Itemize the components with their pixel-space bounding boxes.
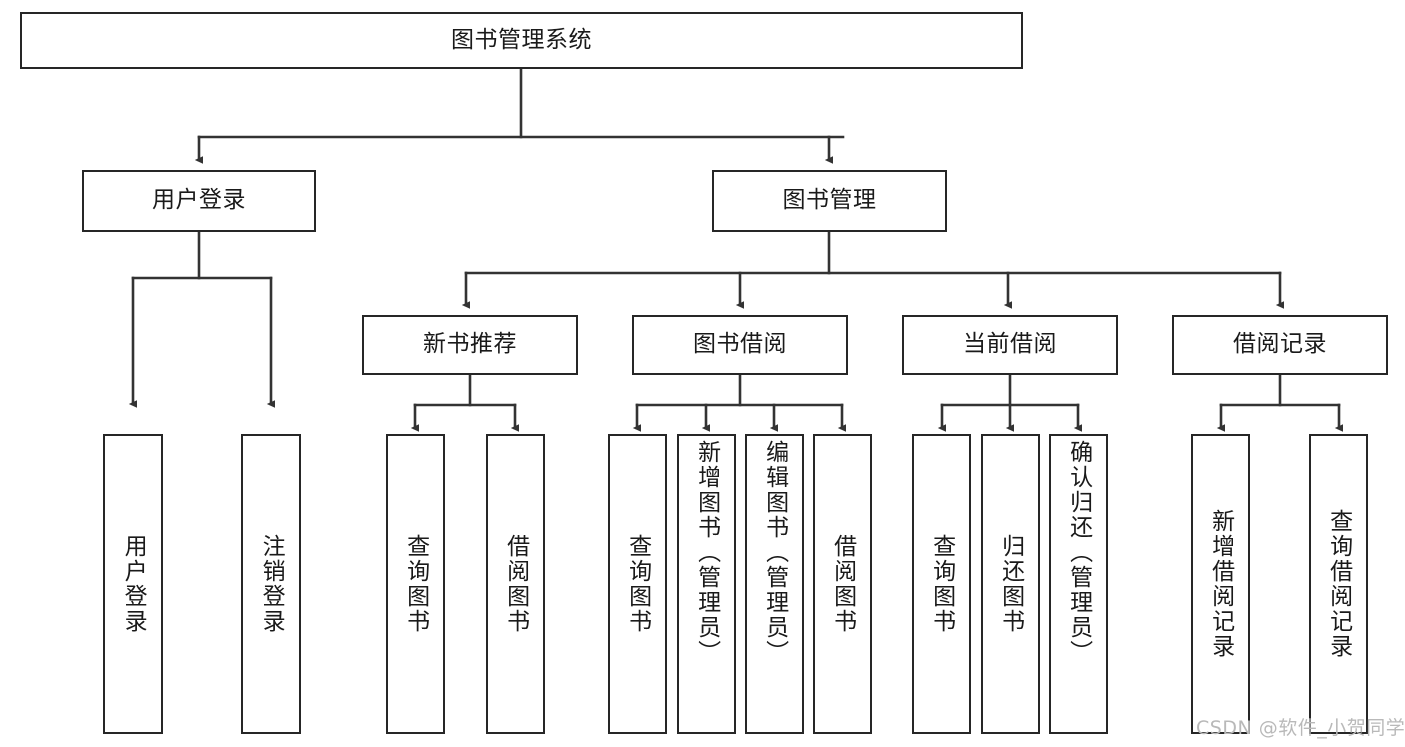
node-label: 图书借阅 [693, 331, 787, 358]
node-label: 新增借阅记录 [1207, 509, 1234, 659]
node-leaf-borrow-book-recommend[interactable]: 借阅图书 [486, 434, 545, 734]
watermark-csdn: CSDN @软件_小贺同学 [1196, 717, 1405, 739]
node-label: 借阅图书 [502, 534, 529, 634]
leaf-text-wrap: 确认归还（管理员） [1051, 436, 1106, 732]
node-leaf-edit-book-admin[interactable]: 编辑图书（管理员） [745, 434, 804, 734]
node-borrow-record[interactable]: 借阅记录 [1172, 315, 1388, 375]
node-user-login[interactable]: 用户登录 [82, 170, 316, 232]
leaf-text-wrap: 借阅图书 [488, 436, 543, 732]
node-label: 借阅记录 [1233, 331, 1327, 358]
node-new-book-recommend[interactable]: 新书推荐 [362, 315, 578, 375]
leaf-text-wrap: 新增图书（管理员） [679, 436, 734, 732]
node-label: 新书推荐 [423, 331, 517, 358]
node-book-borrow[interactable]: 图书借阅 [632, 315, 848, 375]
node-label: 用户登录 [152, 187, 246, 214]
leaf-text-wrap: 查询图书 [610, 436, 665, 732]
node-leaf-add-borrow-record[interactable]: 新增借阅记录 [1191, 434, 1250, 734]
node-root-book-management-system[interactable]: 图书管理系统 [20, 12, 1023, 69]
node-book-management[interactable]: 图书管理 [712, 170, 947, 232]
leaf-text-wrap: 归还图书 [983, 436, 1038, 732]
node-leaf-query-borrow-record[interactable]: 查询借阅记录 [1309, 434, 1368, 734]
node-label: 当前借阅 [963, 331, 1057, 358]
node-label: 查询借阅记录 [1325, 509, 1352, 659]
node-label: 新增图书（管理员） [693, 440, 720, 665]
node-label: 图书管理 [782, 187, 877, 214]
node-label: 注销登录 [258, 534, 285, 634]
node-label: 归还图书 [997, 534, 1024, 634]
node-label: 确认归还（管理员） [1065, 440, 1092, 665]
leaf-text-wrap: 查询借阅记录 [1311, 436, 1366, 732]
leaf-text-wrap: 查询图书 [388, 436, 443, 732]
node-leaf-borrow-book-borrow[interactable]: 借阅图书 [813, 434, 872, 734]
node-leaf-return-book[interactable]: 归还图书 [981, 434, 1040, 734]
leaf-text-wrap: 新增借阅记录 [1193, 436, 1248, 732]
node-label: 查询图书 [624, 534, 651, 634]
node-leaf-add-book-admin[interactable]: 新增图书（管理员） [677, 434, 736, 734]
node-label: 查询图书 [928, 534, 955, 634]
node-leaf-query-book-borrow[interactable]: 查询图书 [608, 434, 667, 734]
node-leaf-query-book-recommend[interactable]: 查询图书 [386, 434, 445, 734]
leaf-text-wrap: 注销登录 [243, 436, 299, 732]
node-label: 借阅图书 [829, 534, 856, 634]
leaf-text-wrap: 用户登录 [105, 436, 161, 732]
leaf-text-wrap: 查询图书 [914, 436, 969, 732]
node-label: 图书管理系统 [451, 26, 592, 53]
node-leaf-confirm-return-admin[interactable]: 确认归还（管理员） [1049, 434, 1108, 734]
node-leaf-logout-login[interactable]: 注销登录 [241, 434, 301, 734]
leaf-text-wrap: 借阅图书 [815, 436, 870, 732]
node-leaf-query-book-current[interactable]: 查询图书 [912, 434, 971, 734]
node-current-borrow[interactable]: 当前借阅 [902, 315, 1118, 375]
node-label: 用户登录 [120, 534, 147, 634]
node-label: 查询图书 [402, 534, 429, 634]
node-label: 编辑图书（管理员） [761, 440, 788, 665]
node-leaf-user-login[interactable]: 用户登录 [103, 434, 163, 734]
leaf-text-wrap: 编辑图书（管理员） [747, 436, 802, 732]
